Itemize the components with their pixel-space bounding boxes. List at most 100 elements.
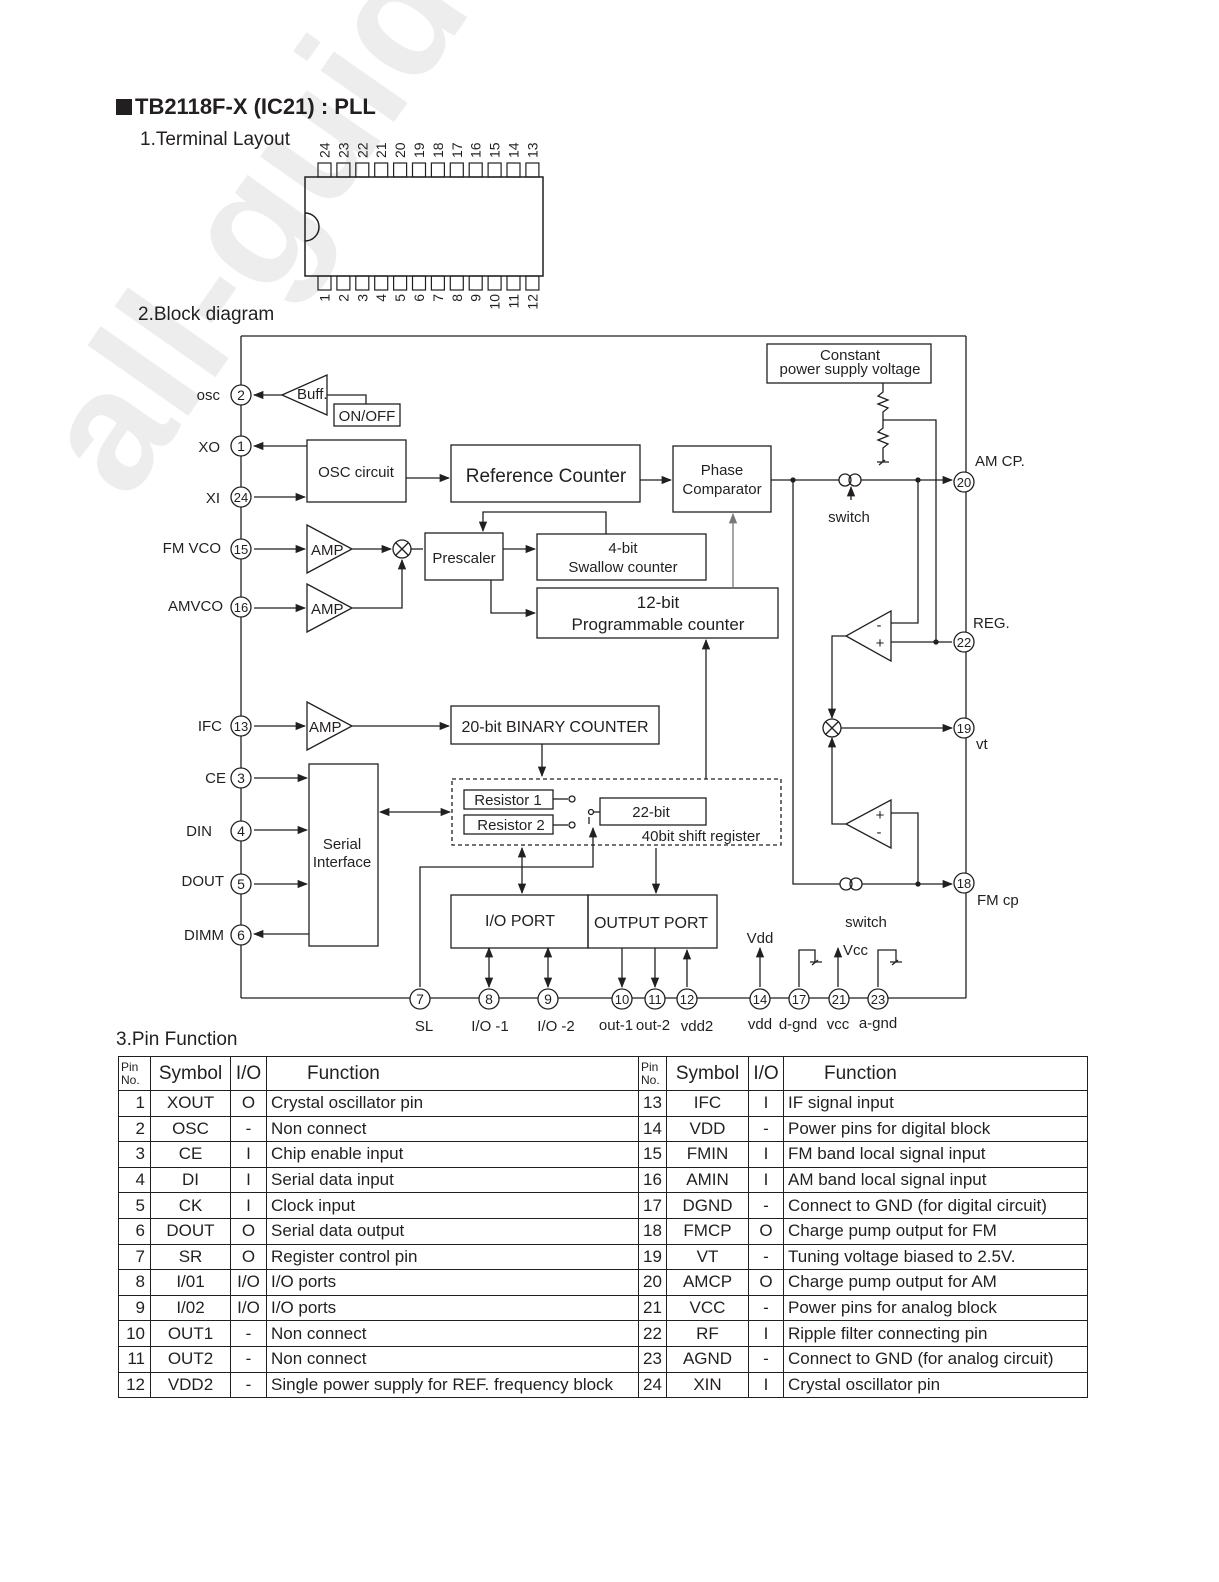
cell-no2: 24: [638, 1371, 667, 1399]
am-switch-label: switch: [828, 509, 870, 526]
pin-circle-p4: [230, 820, 252, 842]
cell-io2: -: [748, 1243, 784, 1271]
cell-function: Non connect: [266, 1115, 639, 1143]
page-title: TB2118F-X (IC21) : PLL: [116, 94, 376, 120]
cell-function2: FM band local signal input: [783, 1141, 1088, 1168]
pin-circle-p3: [230, 767, 252, 789]
package-top-pin-number: 22: [354, 142, 370, 158]
pin-number-p19: 19: [957, 721, 971, 736]
onoff-box: [333, 403, 401, 427]
package-bottom-pin: [317, 275, 332, 291]
package-bottom-pin: [355, 275, 370, 291]
pin-number-p2: 2: [237, 387, 245, 403]
swallow-counter-box: [536, 533, 707, 581]
pin-label-vdd: vdd: [748, 1016, 772, 1033]
pin-circle-p1: [230, 435, 252, 457]
pin-label-dimm: DIMM: [184, 927, 224, 944]
cell-symbol: I/02: [150, 1294, 231, 1322]
cell-no: 1: [118, 1090, 151, 1117]
cell-function2: Connect to GND (for digital circuit): [783, 1192, 1088, 1219]
cell-function2: IF signal input: [783, 1090, 1088, 1117]
pin-label-dgnd: d-gnd: [779, 1016, 817, 1033]
cell-symbol: OSC: [150, 1115, 231, 1143]
cell-io2: O: [748, 1217, 784, 1245]
package-bottom-pin-number: 2: [335, 294, 351, 302]
package-top-pin: [506, 162, 521, 178]
resistor2-label: Resistor 2: [477, 817, 545, 834]
pin-number-p9: 9: [544, 991, 552, 1007]
cell-io: O: [230, 1217, 267, 1245]
header-symbol: Symbol: [150, 1056, 231, 1091]
onoff-label: ON/OFF: [339, 408, 396, 425]
package-top-pin: [468, 162, 483, 178]
pin-number-p18: 18: [957, 876, 971, 891]
cell-io: -: [230, 1320, 267, 1347]
package-notch: [304, 212, 320, 242]
constant-voltage-box: [766, 343, 932, 384]
package-top-pin-number: 21: [373, 142, 389, 158]
pin-label-ce: CE: [205, 770, 226, 787]
pin-number-p3: 3: [237, 770, 245, 786]
cell-io2: O: [748, 1269, 784, 1296]
package-top-pin-number: 24: [317, 142, 333, 158]
package-top-pin-number: 13: [524, 142, 540, 158]
pin-circle-p16: [230, 596, 252, 618]
cell-io2: -: [748, 1294, 784, 1322]
cell-symbol2: AGND: [666, 1345, 749, 1373]
package-top-pin-number: 23: [335, 142, 351, 158]
package-bottom-pin-number: 11: [506, 294, 522, 309]
shift-register-label: 40bit shift register: [642, 828, 760, 845]
cell-function: Non connect: [266, 1320, 639, 1347]
cell-no: 8: [118, 1269, 151, 1296]
pin-label-din: DIN: [186, 823, 212, 840]
swallow-label-1: 4-bit: [608, 540, 638, 557]
package-bottom-pin: [411, 275, 427, 291]
cell-no: 10: [118, 1320, 151, 1347]
pin-number-p24: 24: [234, 490, 248, 505]
amp-ifc-triangle: [306, 700, 354, 752]
package-top-pin-number: 15: [487, 142, 503, 158]
pin-label-vdd2: vdd2: [681, 1018, 714, 1035]
package-top-pin-number: 20: [392, 142, 408, 158]
cell-symbol: OUT1: [150, 1320, 231, 1347]
swallow-label-2: Swallow counter: [568, 559, 677, 576]
cell-function: I/O ports: [266, 1269, 639, 1296]
cell-function: Register control pin: [266, 1243, 639, 1271]
package-bottom-pin-number: 3: [354, 294, 370, 302]
cell-io: O: [230, 1243, 267, 1271]
header-pin-no-2: Pin No.: [638, 1056, 667, 1091]
header-pin-no: Pin No.: [118, 1056, 151, 1091]
cell-function2: AM band local signal input: [783, 1166, 1088, 1194]
package-bottom-pin-number: 1: [317, 294, 333, 302]
pin-number-p10: 10: [615, 992, 629, 1007]
cell-function2: Connect to GND (for analog circuit): [783, 1345, 1088, 1373]
cell-io: I: [230, 1192, 267, 1219]
pin-label-amcp: AM CP.: [975, 453, 1025, 470]
cell-function: I/O ports: [266, 1294, 639, 1322]
cell-no: 2: [118, 1115, 151, 1143]
cell-no2: 15: [638, 1141, 667, 1168]
header-function-2: Function: [783, 1056, 1088, 1091]
pin-circle-p9: [537, 988, 559, 1010]
opamp-reg-plus: +: [876, 635, 885, 652]
cell-no2: 16: [638, 1166, 667, 1194]
cell-symbol2: AMIN: [666, 1166, 749, 1194]
cell-function2: Crystal oscillator pin: [783, 1371, 1088, 1399]
serial-label-2: Interface: [313, 854, 371, 871]
serial-label-1: Serial: [323, 836, 361, 853]
pin-circle-p5: [230, 873, 252, 895]
pin-circle-p14: [749, 988, 771, 1010]
pin-circle-p17: [788, 988, 810, 1010]
pin-label-xo: XO: [198, 439, 220, 456]
fm-mixer-x: [395, 542, 409, 556]
header-io-2: I/O: [748, 1056, 784, 1091]
cell-io: I/O: [230, 1269, 267, 1296]
cell-symbol2: RF: [666, 1320, 749, 1347]
pin-label-amvco: AMVCO: [168, 598, 223, 615]
cell-io: I/O: [230, 1294, 267, 1322]
